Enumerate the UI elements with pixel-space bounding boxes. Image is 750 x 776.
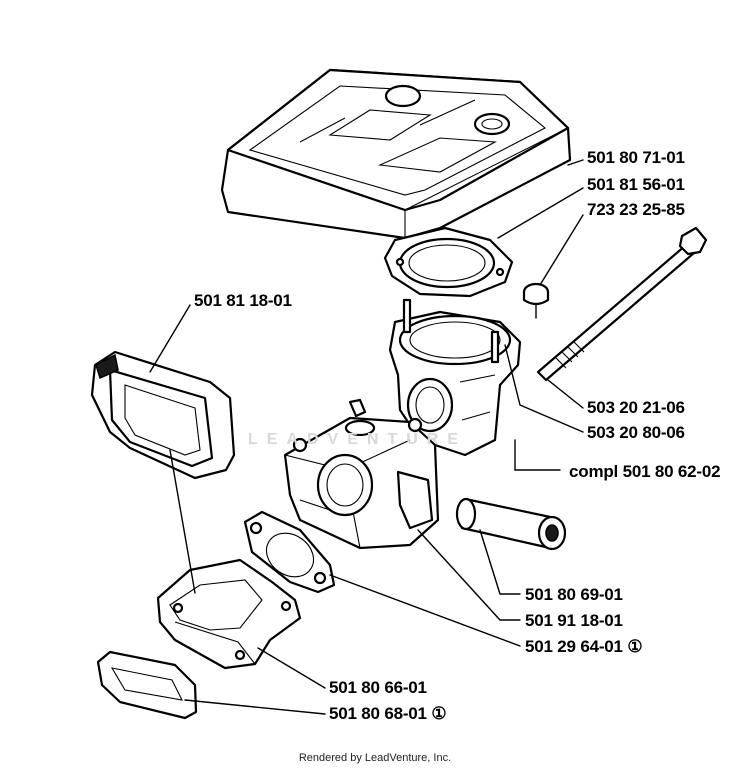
sleeve-drawing [455,497,567,551]
screw-drawing [522,282,550,319]
label-gasket-bottom[interactable]: 501 80 68-01 ① [329,704,447,723]
gasket-bottom-drawing [96,650,198,720]
intake-manifold-drawing [156,558,302,670]
label-sleeve[interactable]: 501 80 69-01 [525,585,623,604]
air-filter-cover-drawing [220,68,572,240]
label-carburetor-complete[interactable]: compl 501 80 62-02 [569,462,721,481]
long-bolt-drawing [536,226,708,382]
carburetor-drawing [283,398,440,550]
watermark-text: LEADVENTURE [248,431,468,448]
gasket-top-drawing [383,226,514,298]
label-gasket-middle[interactable]: 501 29 64-01 ① [525,637,643,656]
label-adapter[interactable]: 503 20 80-06 [587,423,685,442]
intake-boot-drawing [90,350,236,480]
footer-credit: Rendered by LeadVenture, Inc. [298,752,452,764]
label-screw[interactable]: 723 23 25-85 [587,200,685,219]
adapter-drawing [388,298,522,457]
label-gasket-top[interactable]: 501 81 56-01 [587,175,685,194]
label-carburetor[interactable]: 501 91 18-01 [525,611,623,630]
label-intake-boot[interactable]: 501 81 18-01 [194,291,292,310]
label-long-bolt[interactable]: 503 20 21-06 [587,398,685,417]
leader-lines [149,159,584,715]
label-intake-manifold[interactable]: 501 80 66-01 [329,678,427,697]
label-air-filter-cover[interactable]: 501 80 71-01 [587,148,685,167]
gasket-middle-drawing [243,510,336,594]
